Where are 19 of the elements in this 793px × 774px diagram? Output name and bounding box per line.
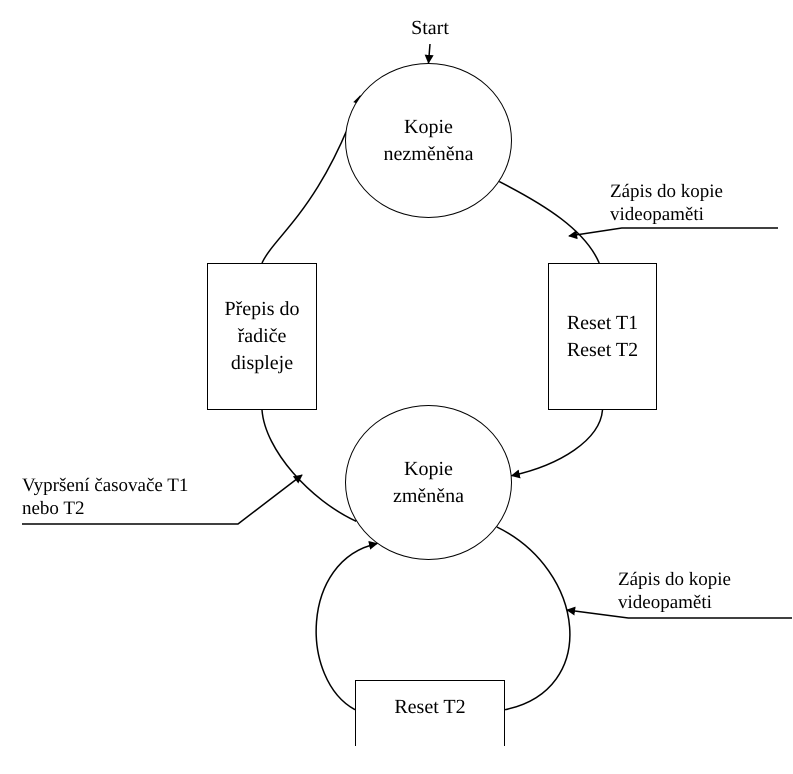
action-text: Reset T2 bbox=[394, 695, 466, 720]
action-box bbox=[207, 263, 317, 410]
state-name: Kopie změněna bbox=[392, 456, 466, 508]
arrow bbox=[510, 410, 604, 478]
leader-line bbox=[566, 606, 793, 619]
start-label: Start bbox=[395, 12, 465, 44]
action-text: Reset T1 bbox=[566, 310, 638, 336]
action-box bbox=[355, 680, 505, 746]
arrow bbox=[424, 44, 434, 64]
annotation-text: Zápis do kopie videopaměti bbox=[618, 566, 790, 618]
action-box bbox=[548, 263, 657, 410]
state-name: Kopie nezměněna bbox=[384, 114, 474, 166]
leader-line bbox=[568, 227, 779, 240]
leader-line bbox=[22, 474, 303, 525]
annotation-text: Vypršení časovače T1 nebo T2 bbox=[22, 472, 227, 524]
action-text: Reset T2 bbox=[566, 338, 638, 362]
annotation-text: Zápis do kopie videopaměti bbox=[610, 180, 778, 228]
arrow bbox=[316, 542, 378, 710]
action-text: Přepis do řadiče displeje bbox=[224, 297, 300, 376]
